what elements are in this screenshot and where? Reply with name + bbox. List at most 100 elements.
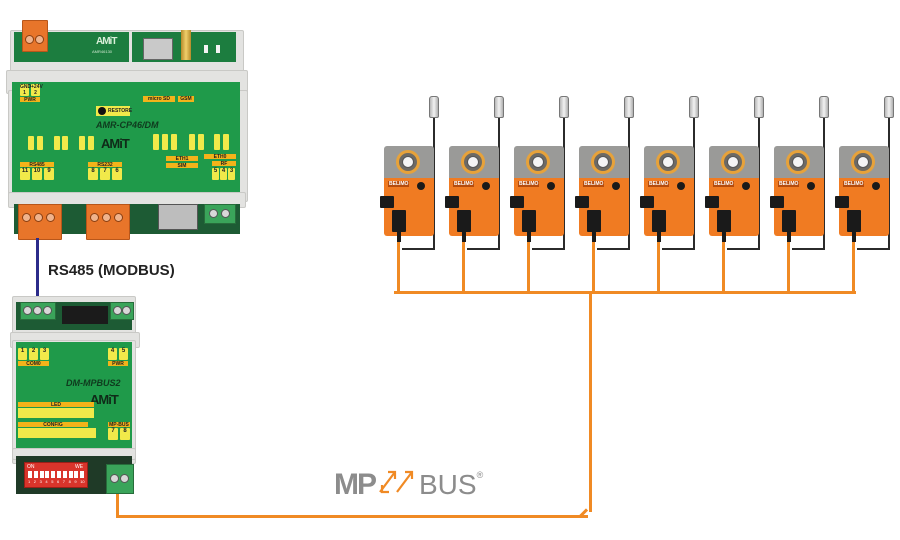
dip-switch-toggle[interactable] <box>68 471 73 478</box>
actuator-clamp-ring-icon <box>851 150 875 174</box>
led-label <box>79 136 85 150</box>
mpbus-logo: MP BUS ® <box>334 466 483 502</box>
actuator-clip-icon <box>770 196 784 208</box>
actuator-cable <box>527 232 531 242</box>
power-terminal-green[interactable] <box>110 302 134 320</box>
dip-switch-toggle[interactable] <box>39 471 44 478</box>
mpbus-terminal[interactable] <box>106 464 134 494</box>
actuator-manual-button-icon <box>612 182 620 190</box>
actuator-brand: BELIMO <box>713 181 735 187</box>
rf-terminal[interactable] <box>204 204 236 224</box>
belimo-actuator[interactable]: BELIMO <box>445 146 499 296</box>
screw-icon <box>209 209 218 218</box>
mpbus-logo-registered: ® <box>476 470 484 480</box>
actuator-head <box>839 146 889 178</box>
dip-switch-toggle[interactable] <box>51 471 56 478</box>
led-label <box>171 134 177 150</box>
rs232-terminal[interactable] <box>86 204 130 240</box>
power-terminal[interactable] <box>22 20 48 52</box>
actuator-clip-icon <box>640 196 654 208</box>
actuator-clip-icon <box>380 196 394 208</box>
actuator-connector-icon <box>652 210 666 232</box>
config-label: CONFIG <box>18 422 88 428</box>
restore-button[interactable]: RESTORE <box>96 106 133 116</box>
actuator-brand: BELIMO <box>518 181 540 187</box>
com0-terminal[interactable] <box>20 302 56 320</box>
rf-label: RF <box>212 161 236 167</box>
dip-switch-number: 6 <box>57 479 60 484</box>
rf-pin-3: 3 <box>228 168 235 180</box>
controller-top-brand: AMiT <box>96 36 117 47</box>
rs485-pin-11: 11 <box>20 168 30 180</box>
dip-switch-toggle[interactable] <box>62 471 67 478</box>
actuator-clip-icon <box>705 196 719 208</box>
rs485-pin-10: 10 <box>32 168 42 180</box>
pwr-pin-5: 5 <box>119 348 128 360</box>
rs232-pin-6: 6 <box>112 168 122 180</box>
temperature-probe-icon <box>429 96 439 118</box>
rs485-terminal[interactable] <box>18 204 62 240</box>
screw-icon <box>90 213 99 222</box>
dip-switch-toggle[interactable] <box>80 471 85 478</box>
controller-model: AMR-CP46/DM <box>96 120 159 130</box>
actuator-cable <box>852 232 856 242</box>
dip-switch-toggle[interactable] <box>74 471 79 478</box>
temperature-probe-icon <box>884 96 894 118</box>
mpbus-drop-wire <box>592 242 595 293</box>
rs232-pin-7: 7 <box>100 168 110 180</box>
actuator-manual-button-icon <box>547 182 555 190</box>
actuator-manual-button-icon <box>482 182 490 190</box>
actuator-brand: BELIMO <box>778 181 800 187</box>
screw-icon <box>33 306 42 315</box>
belimo-actuator[interactable]: BELIMO <box>510 146 564 296</box>
dip-switch-toggle[interactable] <box>45 471 50 478</box>
belimo-actuator[interactable]: BELIMO <box>640 146 694 296</box>
led-icon <box>216 45 220 53</box>
restore-dot-icon <box>98 107 106 115</box>
dip-switch-number: 3 <box>39 479 42 484</box>
belimo-actuator[interactable]: BELIMO <box>575 146 629 296</box>
actuator-cable <box>722 232 726 242</box>
mpbus-drop-wire <box>787 242 790 293</box>
mpbus-wire-down <box>116 494 119 518</box>
mpbus-drop-wire <box>397 242 400 293</box>
mpbus-drop-wire <box>527 242 530 293</box>
pin-label-24v-2: +24V 2 <box>31 84 43 96</box>
microsd-label: micro SD <box>143 96 175 102</box>
dip-we-label: WE <box>75 464 84 470</box>
probe-wire <box>628 118 630 250</box>
belimo-actuator[interactable]: BELIMO <box>835 146 889 296</box>
rs232-pin-8: 8 <box>88 168 98 180</box>
led-label <box>223 134 229 150</box>
actuator-clip-icon <box>835 196 849 208</box>
dip-switch-toggle[interactable] <box>57 471 61 478</box>
actuator-head <box>384 146 434 178</box>
dip-switch-toggle[interactable] <box>28 471 32 478</box>
belimo-actuator[interactable]: BELIMO <box>705 146 759 296</box>
restore-label: RESTORE <box>108 108 133 114</box>
probe-wire <box>467 248 500 250</box>
actuator-cable <box>462 232 466 242</box>
screw-icon <box>120 474 129 483</box>
belimo-actuator[interactable]: BELIMO <box>770 146 824 296</box>
actuator-connector-icon <box>587 210 601 232</box>
converter-brand-logo: AMiT <box>90 392 119 407</box>
screw-icon <box>114 213 123 222</box>
probe-wire <box>727 248 760 250</box>
led-label <box>88 136 94 150</box>
pin-label-gnd-1: GND 1 <box>20 84 32 96</box>
screw-icon <box>221 209 230 218</box>
screw-icon <box>46 213 55 222</box>
actuator-shaft-hole-icon <box>857 156 869 168</box>
actuator-shaft-hole-icon <box>727 156 739 168</box>
config-strip <box>18 428 96 438</box>
screw-icon <box>113 306 122 315</box>
screw-icon <box>35 35 44 44</box>
dip-switch-number: 10 <box>80 479 85 484</box>
belimo-actuator[interactable]: BELIMO <box>380 146 434 296</box>
screw-icon <box>43 306 52 315</box>
actuator-cable <box>592 232 596 242</box>
probe-wire <box>662 248 695 250</box>
dip-switch-toggle[interactable] <box>33 471 38 478</box>
